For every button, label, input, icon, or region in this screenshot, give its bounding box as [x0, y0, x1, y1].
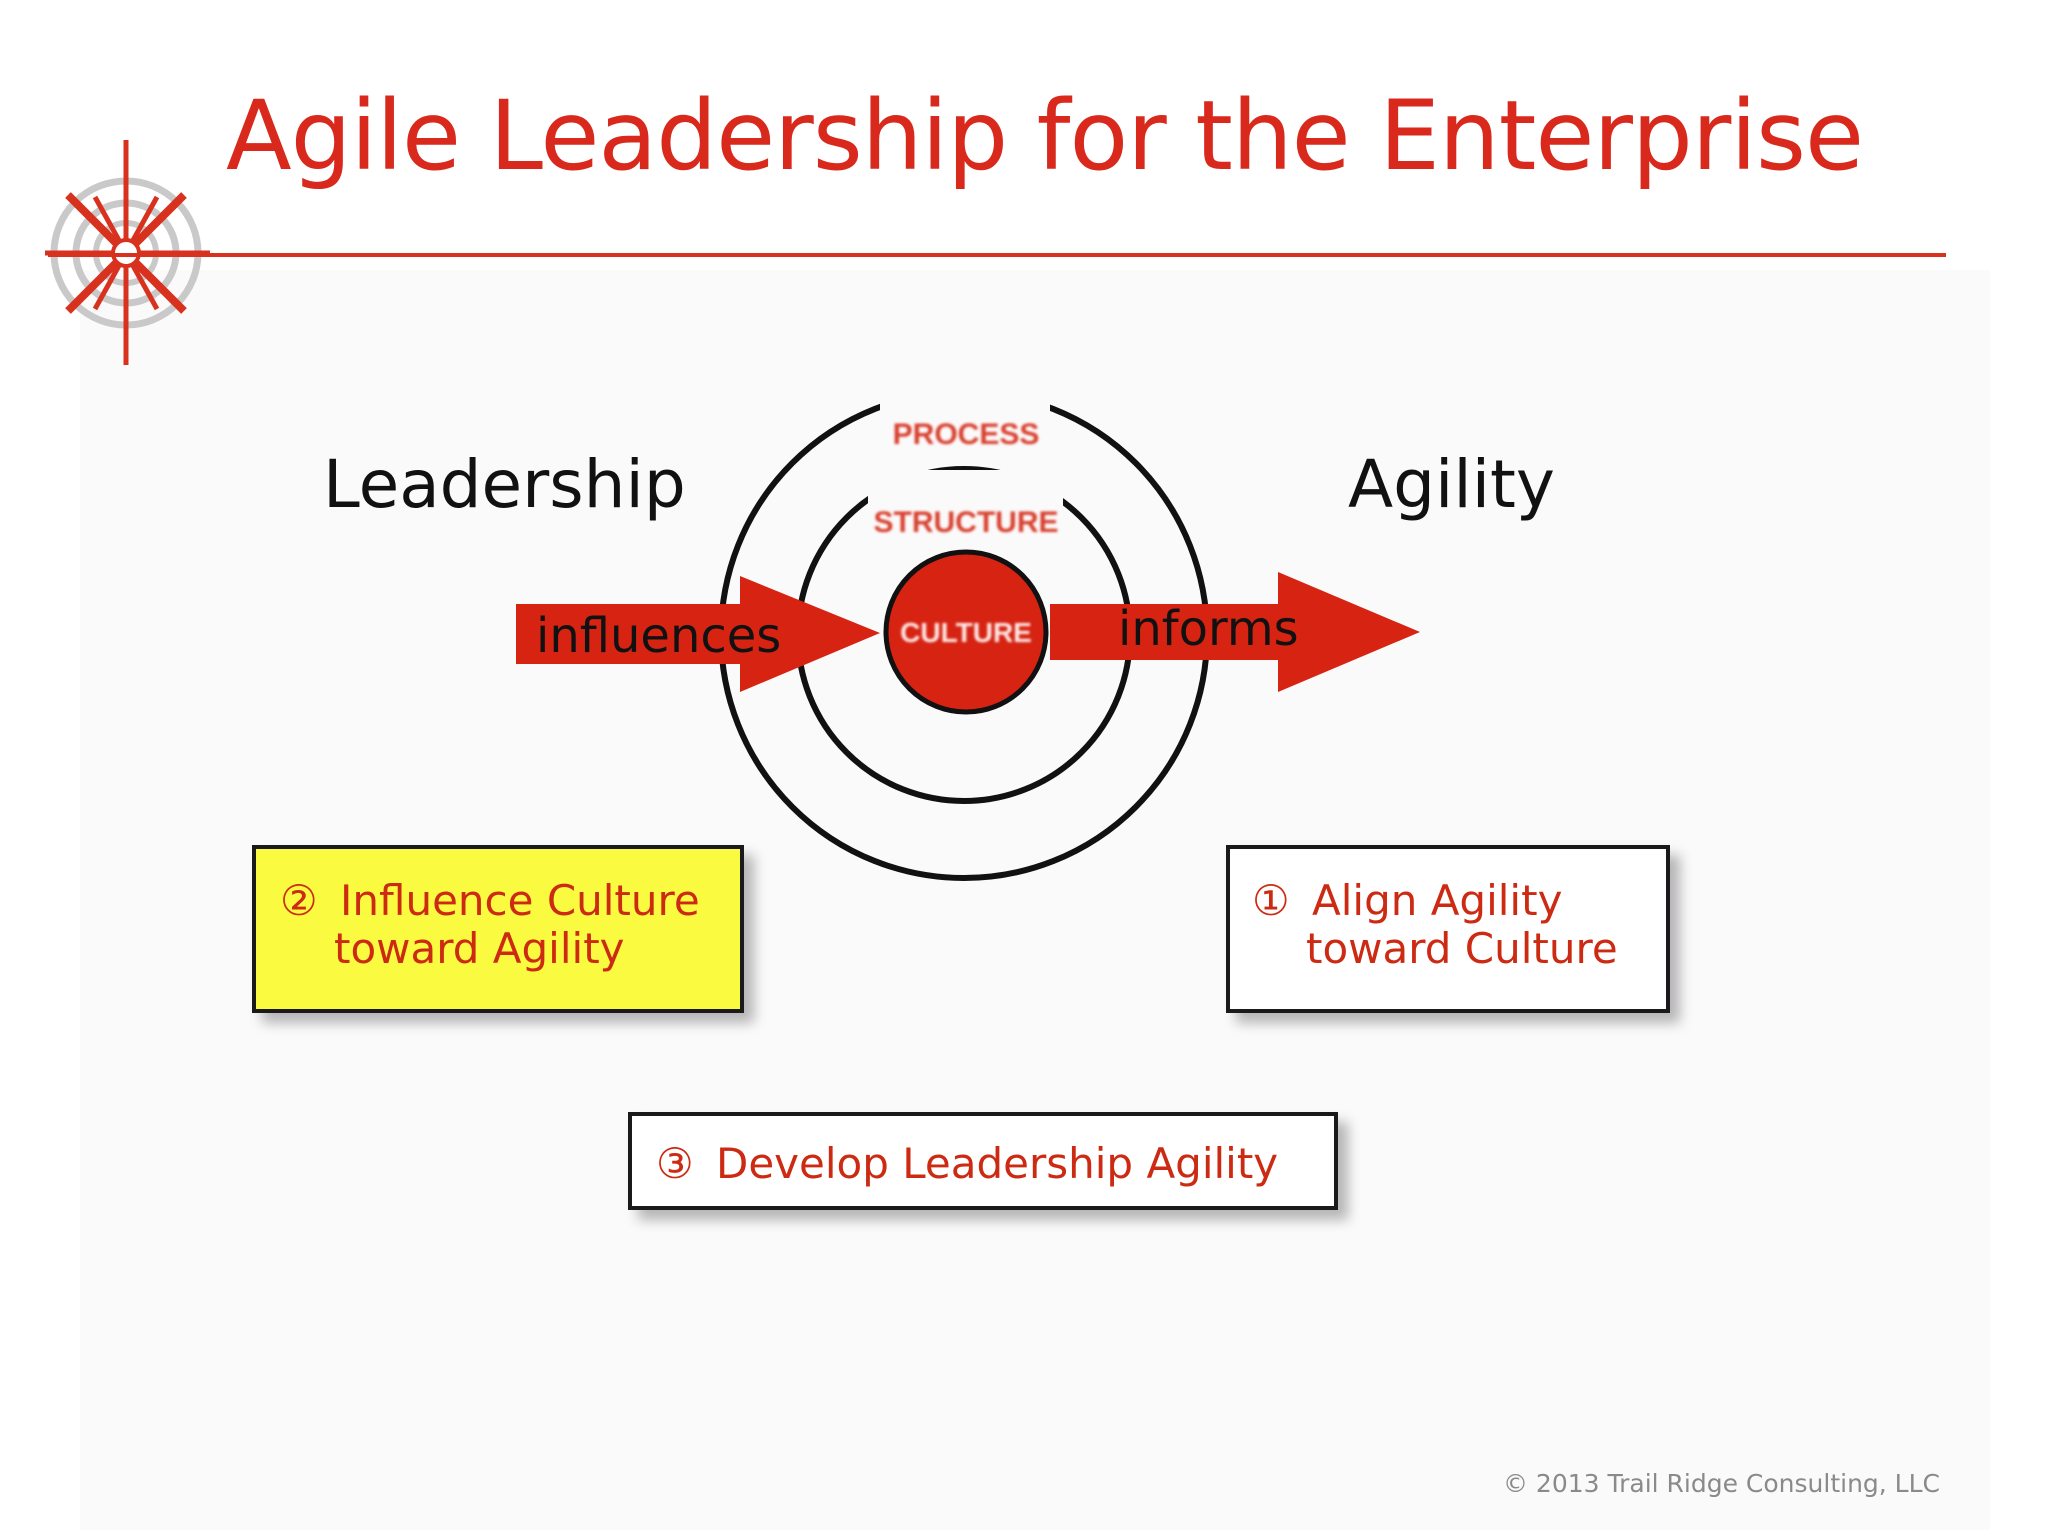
- influence-line-2: toward Agility: [334, 924, 625, 973]
- align-line-2: toward Culture: [1306, 924, 1618, 973]
- title-divider: [48, 253, 1946, 257]
- influence-culture-box: ② Influence Culture toward Agility: [252, 845, 744, 1013]
- align-line-1: Align Agility: [1312, 876, 1563, 925]
- align-agility-box: ① Align Agility toward Culture: [1226, 845, 1670, 1013]
- leadership-label: Leadership: [323, 446, 686, 523]
- develop-leadership-box: ③ Develop Leadership Agility: [628, 1112, 1338, 1210]
- agility-label: Agility: [1348, 446, 1555, 523]
- slide-title: Agile Leadership for the Enterprise: [226, 80, 1864, 192]
- step-2-number: ②: [280, 876, 318, 925]
- copyright-notice: © 2013 Trail Ridge Consulting, LLC: [1502, 1469, 1940, 1498]
- influence-line-1: Influence Culture: [340, 876, 700, 925]
- develop-line-1: Develop Leadership Agility: [716, 1139, 1279, 1188]
- step-1-number: ①: [1252, 876, 1290, 925]
- step-3-number: ③: [656, 1139, 694, 1188]
